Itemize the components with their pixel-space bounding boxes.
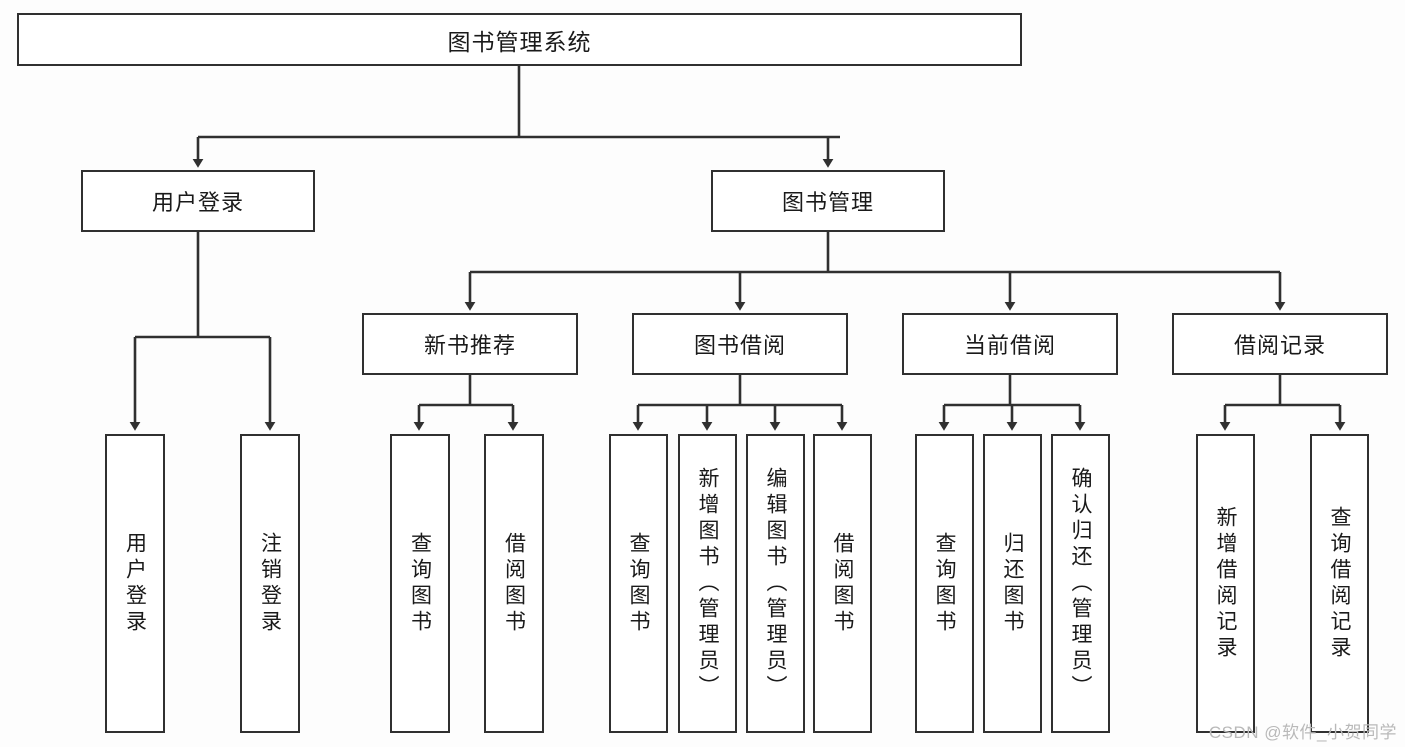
node-user-login[interactable]: 用户登录	[81, 170, 315, 232]
node-book-borrow[interactable]: 图书借阅	[632, 313, 848, 375]
node-label: 图书管理系统	[447, 28, 592, 55]
node-label: 图书借阅	[693, 333, 786, 358]
node-label: 查询借阅记录	[1328, 505, 1351, 662]
node-label: 借阅记录	[1233, 333, 1326, 358]
leaf-current-return-book[interactable]: 归还图书	[983, 434, 1042, 733]
node-label: 确认归还（管理员）	[1069, 466, 1092, 701]
node-label: 用户登录	[123, 531, 147, 636]
node-current-borrow[interactable]: 当前借阅	[902, 313, 1118, 375]
node-label: 新增图书（管理员）	[696, 466, 719, 701]
node-label: 查询图书	[627, 531, 650, 636]
node-borrow-record[interactable]: 借阅记录	[1172, 313, 1388, 375]
node-book-management[interactable]: 图书管理	[711, 170, 945, 232]
leaf-borrow-borrow-book[interactable]: 借阅图书	[813, 434, 872, 733]
leaf-recommend-query-book[interactable]: 查询图书	[390, 434, 450, 733]
watermark: CSDN @软件_小贺同学	[1208, 723, 1397, 742]
leaf-current-confirm-return-admin[interactable]: 确认归还（管理员）	[1051, 434, 1110, 733]
node-label: 注销登录	[258, 531, 282, 636]
leaf-record-add-record[interactable]: 新增借阅记录	[1196, 434, 1255, 733]
leaf-borrow-query-book[interactable]: 查询图书	[609, 434, 668, 733]
node-label: 借阅图书	[831, 531, 854, 636]
leaf-record-query-record[interactable]: 查询借阅记录	[1310, 434, 1369, 733]
node-label: 用户登录	[151, 190, 244, 215]
node-label: 当前借阅	[963, 333, 1056, 358]
leaf-borrow-edit-book-admin[interactable]: 编辑图书（管理员）	[746, 434, 805, 733]
node-label: 查询图书	[408, 531, 432, 636]
leaf-borrow-add-book-admin[interactable]: 新增图书（管理员）	[678, 434, 737, 733]
node-label: 图书管理	[781, 190, 874, 215]
node-label: 新增借阅记录	[1214, 505, 1237, 662]
leaf-user-login-logout[interactable]: 注销登录	[240, 434, 300, 733]
leaf-user-login-login[interactable]: 用户登录	[105, 434, 165, 733]
node-label: 新书推荐	[423, 333, 516, 358]
node-root-system[interactable]: 图书管理系统	[17, 13, 1022, 66]
node-label: 归还图书	[1001, 531, 1024, 636]
leaf-current-query-book[interactable]: 查询图书	[915, 434, 974, 733]
leaf-recommend-borrow-book[interactable]: 借阅图书	[484, 434, 544, 733]
node-label: 借阅图书	[502, 531, 526, 636]
node-new-book-recommend[interactable]: 新书推荐	[362, 313, 578, 375]
node-label: 编辑图书（管理员）	[764, 466, 787, 701]
node-label: 查询图书	[933, 531, 956, 636]
